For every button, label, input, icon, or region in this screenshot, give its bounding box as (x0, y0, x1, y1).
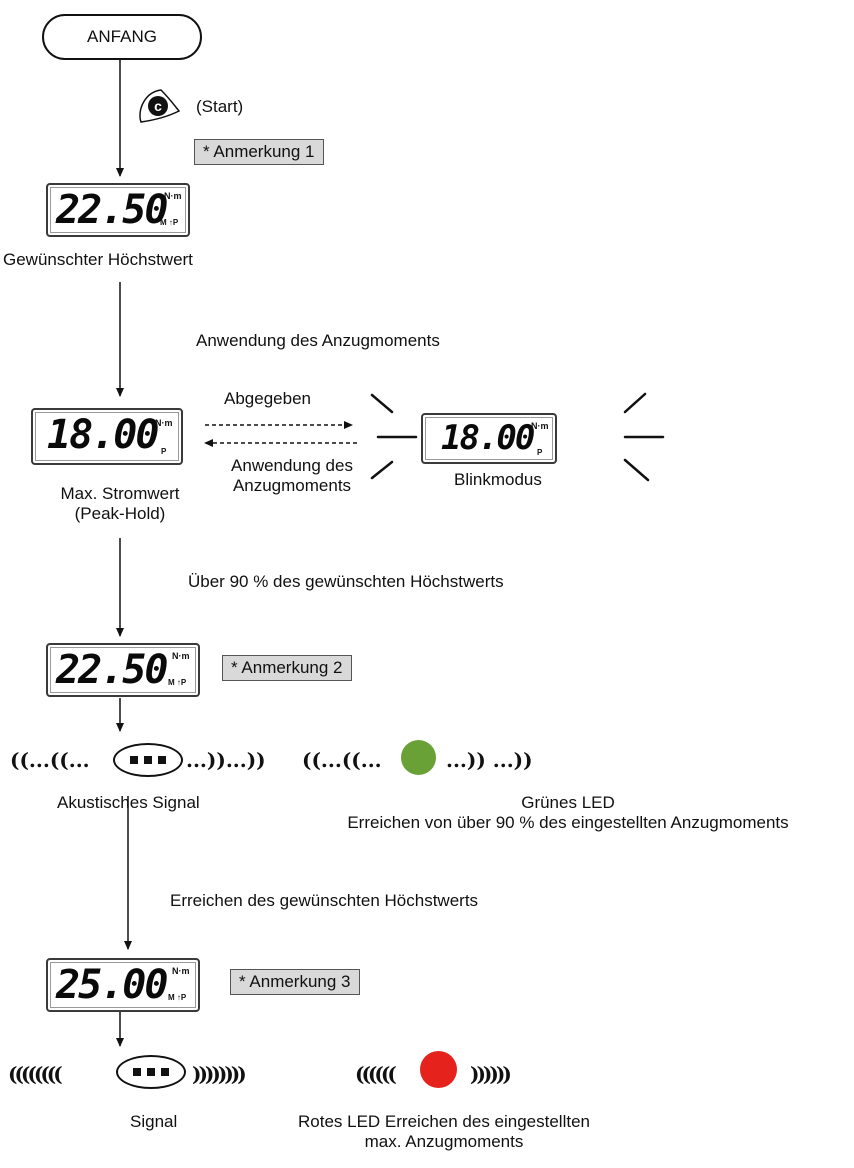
final-speaker-icon (116, 1055, 186, 1089)
lcd-blink: 18.00 N·m P (421, 413, 557, 464)
start-node: ANFANG (42, 14, 202, 60)
red-led (420, 1051, 457, 1088)
step-reapply-line2: Anzugmoments (232, 475, 352, 495)
lcd-final: 25.00 N·m M ↑P (46, 958, 200, 1012)
red-caption-line2: max. Anzugmoments (364, 1131, 524, 1151)
lcd-ninety-unit: N·m (172, 651, 190, 661)
green-caption-line1: Grünes LED (521, 793, 615, 812)
beep-waves-right: ...))...)) (186, 748, 266, 772)
step-reapply-line1: Anwendung des (231, 456, 353, 475)
red-caption-line1: Rotes LED Erreichen des eingestellten (298, 1112, 590, 1131)
lcd-peak-value: 18.00 (47, 412, 159, 458)
lcd-ninety-mode: M ↑P (168, 678, 187, 687)
lcd-blink-unit: N·m (531, 421, 549, 431)
lcd-ninety-value: 22.50 (56, 647, 168, 693)
key-letter: c (148, 96, 168, 116)
lcd-peak: 18.00 N·m P (31, 408, 183, 465)
note-3: * Anmerkung 3 (230, 969, 360, 995)
lcd-blink-value: 18.00 (441, 418, 535, 458)
key-caption: (Start) (196, 97, 244, 116)
peak-caption: Max. Stromwert (Peak-Hold) (40, 484, 200, 523)
lcd-target-value: 22.50 (56, 187, 168, 233)
lcd-target-unit: N·m (164, 191, 182, 201)
green-led (401, 740, 436, 775)
lcd-ninety: 22.50 N·m M ↑P (46, 643, 200, 697)
step-released: Abgegeben (224, 389, 311, 408)
green-waves-left: ((...((... (302, 748, 382, 772)
lcd-final-value: 25.00 (56, 962, 168, 1008)
final-beep-waves-left: (((((((( (8, 1062, 63, 1086)
green-caption: Grünes LED Erreichen von über 90 % des e… (287, 793, 849, 832)
lcd-target-mode: M ↑P (160, 218, 179, 227)
green-caption-line2: Erreichen von über 90 % des eingestellte… (347, 812, 789, 832)
lcd-target: 22.50 N·m M ↑P (46, 183, 190, 237)
lcd-blink-mode: P (537, 448, 543, 457)
red-waves-left: (((((( (355, 1062, 397, 1086)
lcd-peak-unit: N·m (155, 418, 173, 428)
step-apply: Anwendung des Anzugmoments (196, 331, 440, 350)
red-waves-right: )))))) (470, 1062, 512, 1086)
lcd-final-unit: N·m (172, 966, 190, 976)
red-caption: Rotes LED Erreichen des eingestellten ma… (244, 1112, 644, 1151)
step-over90: Über 90 % des gewünschten Höchstwerts (188, 572, 504, 591)
blink-rays (370, 392, 665, 482)
step-reach: Erreichen des gewünschten Höchstwerts (170, 891, 479, 910)
step-reapply: Anwendung des Anzugmoments (202, 456, 382, 495)
lcd-final-mode: M ↑P (168, 993, 187, 1002)
note-2: * Anmerkung 2 (222, 655, 352, 681)
start-label: ANFANG (87, 27, 157, 46)
beep-waves-left: ((...((... (10, 748, 90, 772)
peak-caption-line2: (Peak-Hold) (74, 503, 166, 523)
acoustic-caption: Akustisches Signal (57, 793, 200, 812)
start-key-icon: c (135, 84, 181, 130)
green-waves-right: ...)) ...)) (446, 748, 533, 772)
note-1: * Anmerkung 1 (194, 139, 324, 165)
target-caption: Gewünschter Höchstwert (3, 250, 193, 269)
signal-caption: Signal (130, 1112, 178, 1131)
speaker-icon (113, 743, 183, 777)
lcd-peak-mode: P (161, 447, 167, 456)
final-beep-waves-right: )))))))) (192, 1062, 247, 1086)
peak-caption-line1: Max. Stromwert (60, 484, 180, 503)
blink-caption: Blinkmodus (454, 470, 542, 489)
